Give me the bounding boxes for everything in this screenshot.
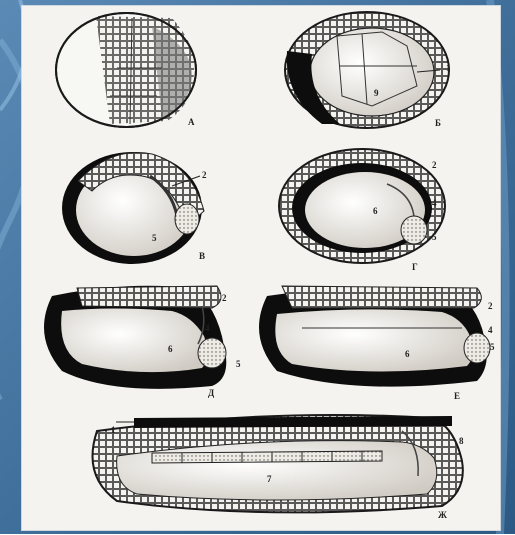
stage-b-embryo [285,12,449,128]
part-label-7-zh: 7 [267,475,272,484]
part-label-9-b: 9 [374,89,379,98]
part-label-6-g: 6 [373,207,378,216]
embryo-diagram [22,6,500,530]
stage-label-b: Б [435,119,441,128]
part-label-2-v: 2 [202,171,207,180]
part-label-8-zh: 8 [459,437,464,446]
stage-d-embryo [44,286,226,389]
part-label-5-d: 5 [236,360,241,369]
stage-g-embryo [279,149,445,263]
stage-label-zh: Ж [438,511,447,520]
stage-v-embryo [62,152,204,264]
stage-label-v: В [199,252,205,261]
part-label-5-g: 5 [432,233,437,242]
diagram-panel: А Б В Г Д Е Ж 1 9 2 5 2 4 6 5 2 4 6 5 2 … [22,6,500,530]
part-label-2-g: 2 [432,161,437,170]
stage-label-g: Г [412,263,418,272]
part-label-6-d: 6 [168,345,173,354]
stage-label-e: Е [454,392,460,401]
stage-zh-embryo [93,415,463,512]
part-label-4-e: 4 [488,326,493,335]
stage-label-a: А [188,118,195,127]
part-label-4-d: 4 [205,324,210,333]
part-label-5-e: 5 [490,343,495,352]
part-label-5-v: 5 [152,234,157,243]
part-label-1-b: 1 [446,64,451,73]
stage-e-embryo [259,286,490,387]
part-label-4-g: 4 [432,199,437,208]
part-label-2-d: 2 [222,294,227,303]
part-label-2-e: 2 [488,302,493,311]
part-label-6-e: 6 [405,350,410,359]
stage-a-embryo [56,13,196,127]
stage-label-d: Д [208,389,214,398]
part-label-1-zh: 1 [111,426,116,435]
